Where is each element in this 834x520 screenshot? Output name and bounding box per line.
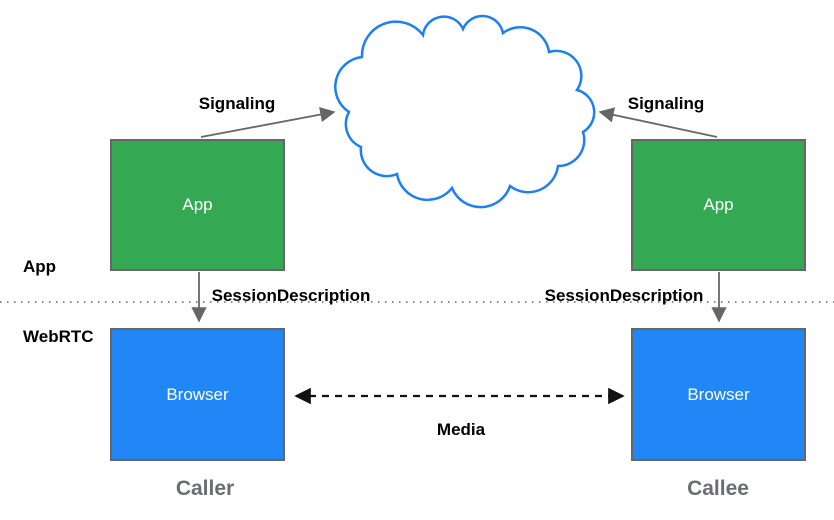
caller-app-label: App (182, 195, 213, 214)
caller-app-node: App (110, 139, 285, 271)
callee-caption: Callee (687, 477, 749, 500)
caller-browser-node: Browser (110, 328, 285, 461)
callee-app-label: App (703, 195, 734, 214)
webrtc-layer-label: WebRTC (23, 327, 94, 346)
session-description-label-right: SessionDescription (544, 286, 704, 305)
media-label: Media (436, 420, 486, 439)
callee-app-node: App (631, 139, 806, 271)
callee-browser-node: Browser (631, 328, 806, 461)
caller-caption: Caller (175, 477, 235, 500)
signaling-arrow-left (200, 107, 336, 138)
session-description-label-left: SessionDescription (211, 286, 371, 305)
cloud-icon (334, 14, 596, 209)
caller-browser-label: Browser (166, 384, 229, 404)
callee-browser-label: Browser (687, 384, 750, 404)
signaling-label-left: Signaling (198, 94, 276, 113)
app-layer-label: App (23, 257, 57, 276)
signaling-arrow-right (598, 107, 718, 138)
signaling-label-right: Signaling (627, 94, 705, 113)
